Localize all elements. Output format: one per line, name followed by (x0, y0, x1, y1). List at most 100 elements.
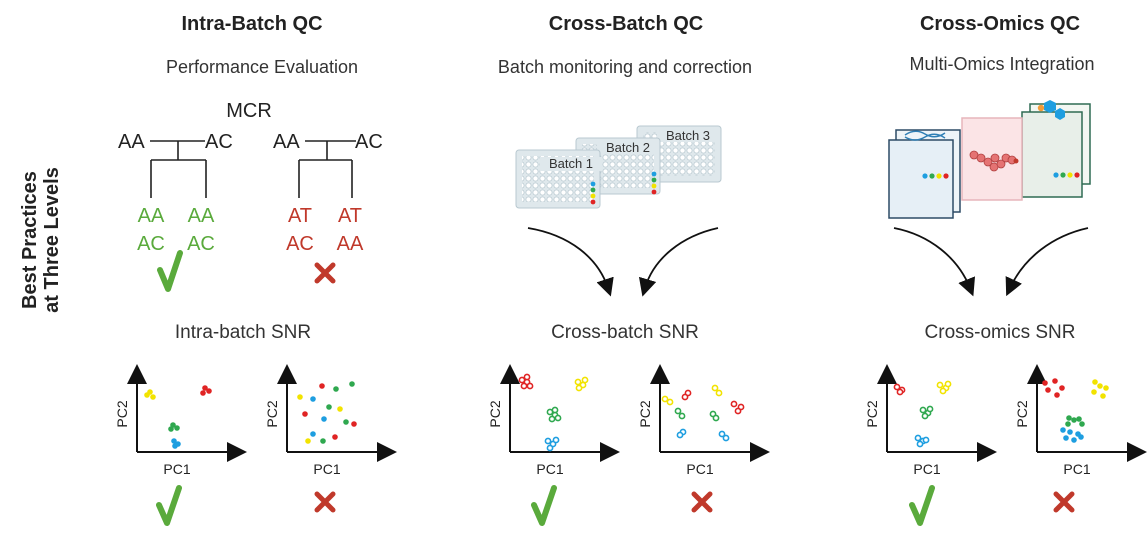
y-axis-label: PC2 (264, 400, 280, 427)
column-title-cross-omics: Cross-Omics QC (920, 13, 1080, 35)
pca-point-red (202, 385, 208, 391)
pedigree-right-parent-2: AC (355, 131, 383, 153)
pca-point-yellow (939, 387, 947, 395)
pca-point-red (520, 382, 528, 390)
x-axis-label: PC1 (913, 461, 940, 477)
bad-child-1-allele-2: AC (286, 233, 314, 255)
pca-point-red (730, 400, 738, 408)
x-axis-label: PC1 (686, 461, 713, 477)
x-axis-label: PC1 (1063, 461, 1090, 477)
pca-point-blue (1078, 434, 1084, 440)
pca-point-blue (916, 440, 924, 448)
pca-point-green (1076, 416, 1082, 422)
good-child-1-allele-2: AC (137, 233, 165, 255)
bad-child-2-allele-1: AT (338, 205, 362, 227)
pca-point-yellow (337, 406, 343, 412)
pca-point-blue (722, 434, 730, 442)
pedigree-right-parent-1: AA (273, 131, 300, 153)
side-label: Best Practices at Three Levels (19, 167, 63, 313)
arrow-left-cross-batch (527, 227, 614, 297)
pca-point-red (1052, 378, 1058, 384)
pca-point-blue (310, 431, 316, 437)
pca-point-blue (676, 431, 684, 439)
pca-point-green (349, 381, 355, 387)
x-axis-label: PC1 (163, 461, 190, 477)
pca-point-red (319, 383, 325, 389)
pca-point-yellow (711, 384, 719, 392)
genomics-layer (888, 139, 954, 219)
pca-point-yellow (1091, 389, 1097, 395)
pca-point-blue (171, 438, 177, 444)
pca-point-green (343, 419, 349, 425)
bad-child-1-allele-1: AT (288, 205, 312, 227)
arrow-left-cross-omics (893, 227, 976, 297)
pca-point-yellow (297, 394, 303, 400)
y-axis-label: PC2 (114, 400, 130, 427)
pca-point-blue (922, 436, 930, 444)
pca-point-blue (914, 434, 922, 442)
pca-plot-cross-batch-good: PC1 PC2 (487, 364, 620, 477)
pca-point-green (551, 406, 559, 414)
pca-point-red (734, 407, 742, 415)
pca-point-yellow (666, 398, 674, 406)
good-child-1-allele-1: AA (138, 205, 165, 227)
dna-strand-icon (904, 130, 946, 138)
metabolomics-layer (1021, 111, 1083, 198)
pca-point-red (893, 383, 901, 391)
pca-point-green (1071, 417, 1077, 423)
column-subtitle-cross-batch: Batch monitoring and correction (498, 57, 752, 77)
pca-point-yellow (715, 389, 723, 397)
pca-point-yellow (1103, 385, 1109, 391)
bad-child-2-allele-2: AA (337, 233, 364, 255)
pca-point-red (206, 388, 212, 394)
pca-point-yellow (1092, 379, 1098, 385)
pca-point-red (200, 390, 206, 396)
snr-label-cross-omics: Cross-omics SNR (925, 322, 1076, 343)
protein-icon (969, 150, 1019, 172)
pca-point-yellow (575, 384, 583, 392)
pca-point-red (302, 411, 308, 417)
pca-point-green (921, 412, 929, 420)
plate-label-3: Batch 3 (666, 128, 710, 143)
verdict-icons (156, 485, 1075, 526)
pca-point-yellow (305, 438, 311, 444)
y-axis-label: PC2 (487, 400, 503, 427)
y-axis-label: PC2 (1014, 400, 1030, 427)
pca-point-red (332, 434, 338, 440)
pca-point-green (712, 414, 720, 422)
check-icon (909, 485, 935, 526)
side-label-line2: at Three Levels (41, 167, 63, 313)
pca-point-green (320, 438, 326, 444)
good-child-2-allele-1: AA (188, 205, 215, 227)
mcr-label: MCR (226, 100, 272, 122)
pca-point-blue (1060, 427, 1066, 433)
pca-point-green (1066, 415, 1072, 421)
pca-point-blue (1063, 435, 1069, 441)
y-axis-label: PC2 (864, 400, 880, 427)
pca-point-red (1045, 387, 1051, 393)
snr-label-cross-batch: Cross-batch SNR (551, 322, 699, 343)
cross-icon (314, 262, 336, 284)
pca-point-green (678, 412, 686, 420)
column-title-intra: Intra-Batch QC (181, 13, 322, 35)
x-axis-label: PC1 (536, 461, 563, 477)
pca-plot-cross-omics-good: PC1 PC2 (864, 364, 997, 477)
check-icon (157, 250, 183, 292)
pca-point-yellow (944, 380, 952, 388)
pca-point-red (526, 382, 534, 390)
pedigree-left-parent-2: AC (205, 131, 233, 153)
plate-batch-1: Batch 1 (515, 149, 602, 209)
arrow-right-cross-omics (1005, 227, 1089, 297)
pca-point-green (554, 414, 562, 422)
pca-point-green (174, 425, 180, 431)
pca-point-blue (1071, 437, 1077, 443)
pca-point-yellow (661, 395, 669, 403)
column-subtitle-cross-omics: Multi-Omics Integration (909, 54, 1094, 74)
cross-icon (1053, 491, 1075, 513)
pca-point-green (168, 426, 174, 432)
side-label-line1: Best Practices (19, 171, 41, 309)
pca-point-blue (1067, 429, 1073, 435)
